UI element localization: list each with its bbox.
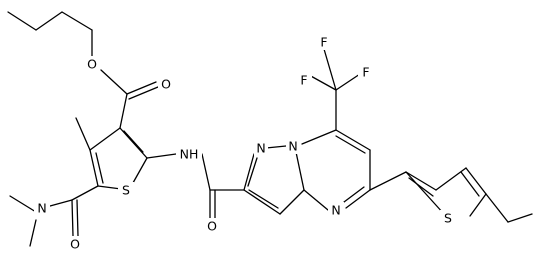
ring-nitrogen-2: N [288, 139, 297, 154]
ester-oxygen-2: O [161, 77, 171, 92]
amide-linker [146, 153, 245, 219]
amide-oxygen-left: O [70, 237, 80, 252]
dimethylamide-group [9, 185, 99, 247]
pyrazole-ring [243, 145, 305, 215]
ethyl-ester-group [7, 11, 159, 100]
pyrimidine-ring [301, 48, 371, 211]
thiophene-ring-right [369, 167, 533, 223]
fluorine-1: F [320, 35, 327, 50]
fluorine-3: F [362, 65, 369, 80]
thiophene-sulfur: S [122, 183, 130, 198]
ring-nitrogen-3: N [331, 203, 340, 218]
amide-nh: NH [180, 147, 199, 162]
fluorine-2: F [300, 73, 307, 88]
atom-labels: O O S N O NH O F F F N N N S [34, 34, 456, 252]
ester-oxygen-1: O [87, 57, 97, 72]
thiophene2-sulfur: S [444, 211, 452, 226]
amide-nitrogen: N [37, 201, 46, 216]
thiophene-ring-left [75, 93, 148, 191]
ring-nitrogen-1: N [256, 141, 265, 156]
amide-oxygen-right: O [207, 219, 217, 234]
